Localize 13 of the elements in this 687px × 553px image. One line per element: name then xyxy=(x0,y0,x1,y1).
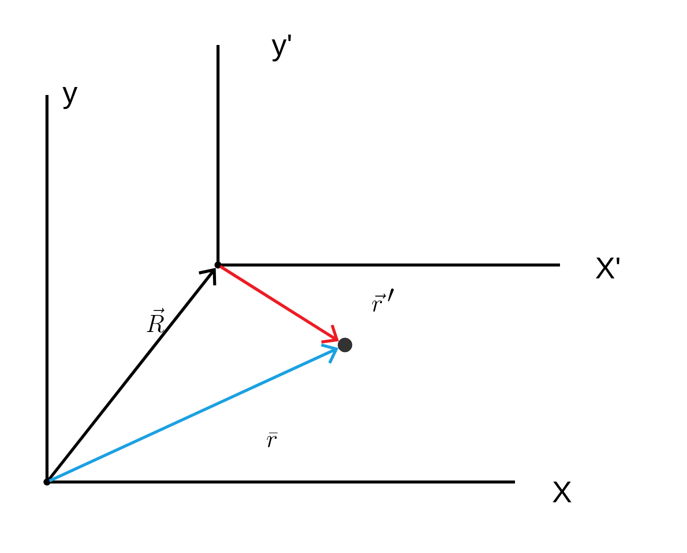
vector-arrow xyxy=(48,343,338,482)
origin-point xyxy=(44,478,50,486)
vector-label: $\bar{r}$ xyxy=(266,432,278,448)
origin-point xyxy=(214,262,222,268)
axis-label: y' xyxy=(272,34,291,62)
vector-label: $\vec{R}$ xyxy=(146,308,164,333)
axis-label: y xyxy=(62,86,78,110)
particle-dot xyxy=(338,338,352,352)
axis-label: X xyxy=(552,482,572,502)
vector-arrow xyxy=(220,265,339,344)
vector-arrow xyxy=(48,268,216,481)
vector-label: $\vec{r}\,'$ xyxy=(372,288,394,312)
axis-label: X' xyxy=(596,258,620,278)
